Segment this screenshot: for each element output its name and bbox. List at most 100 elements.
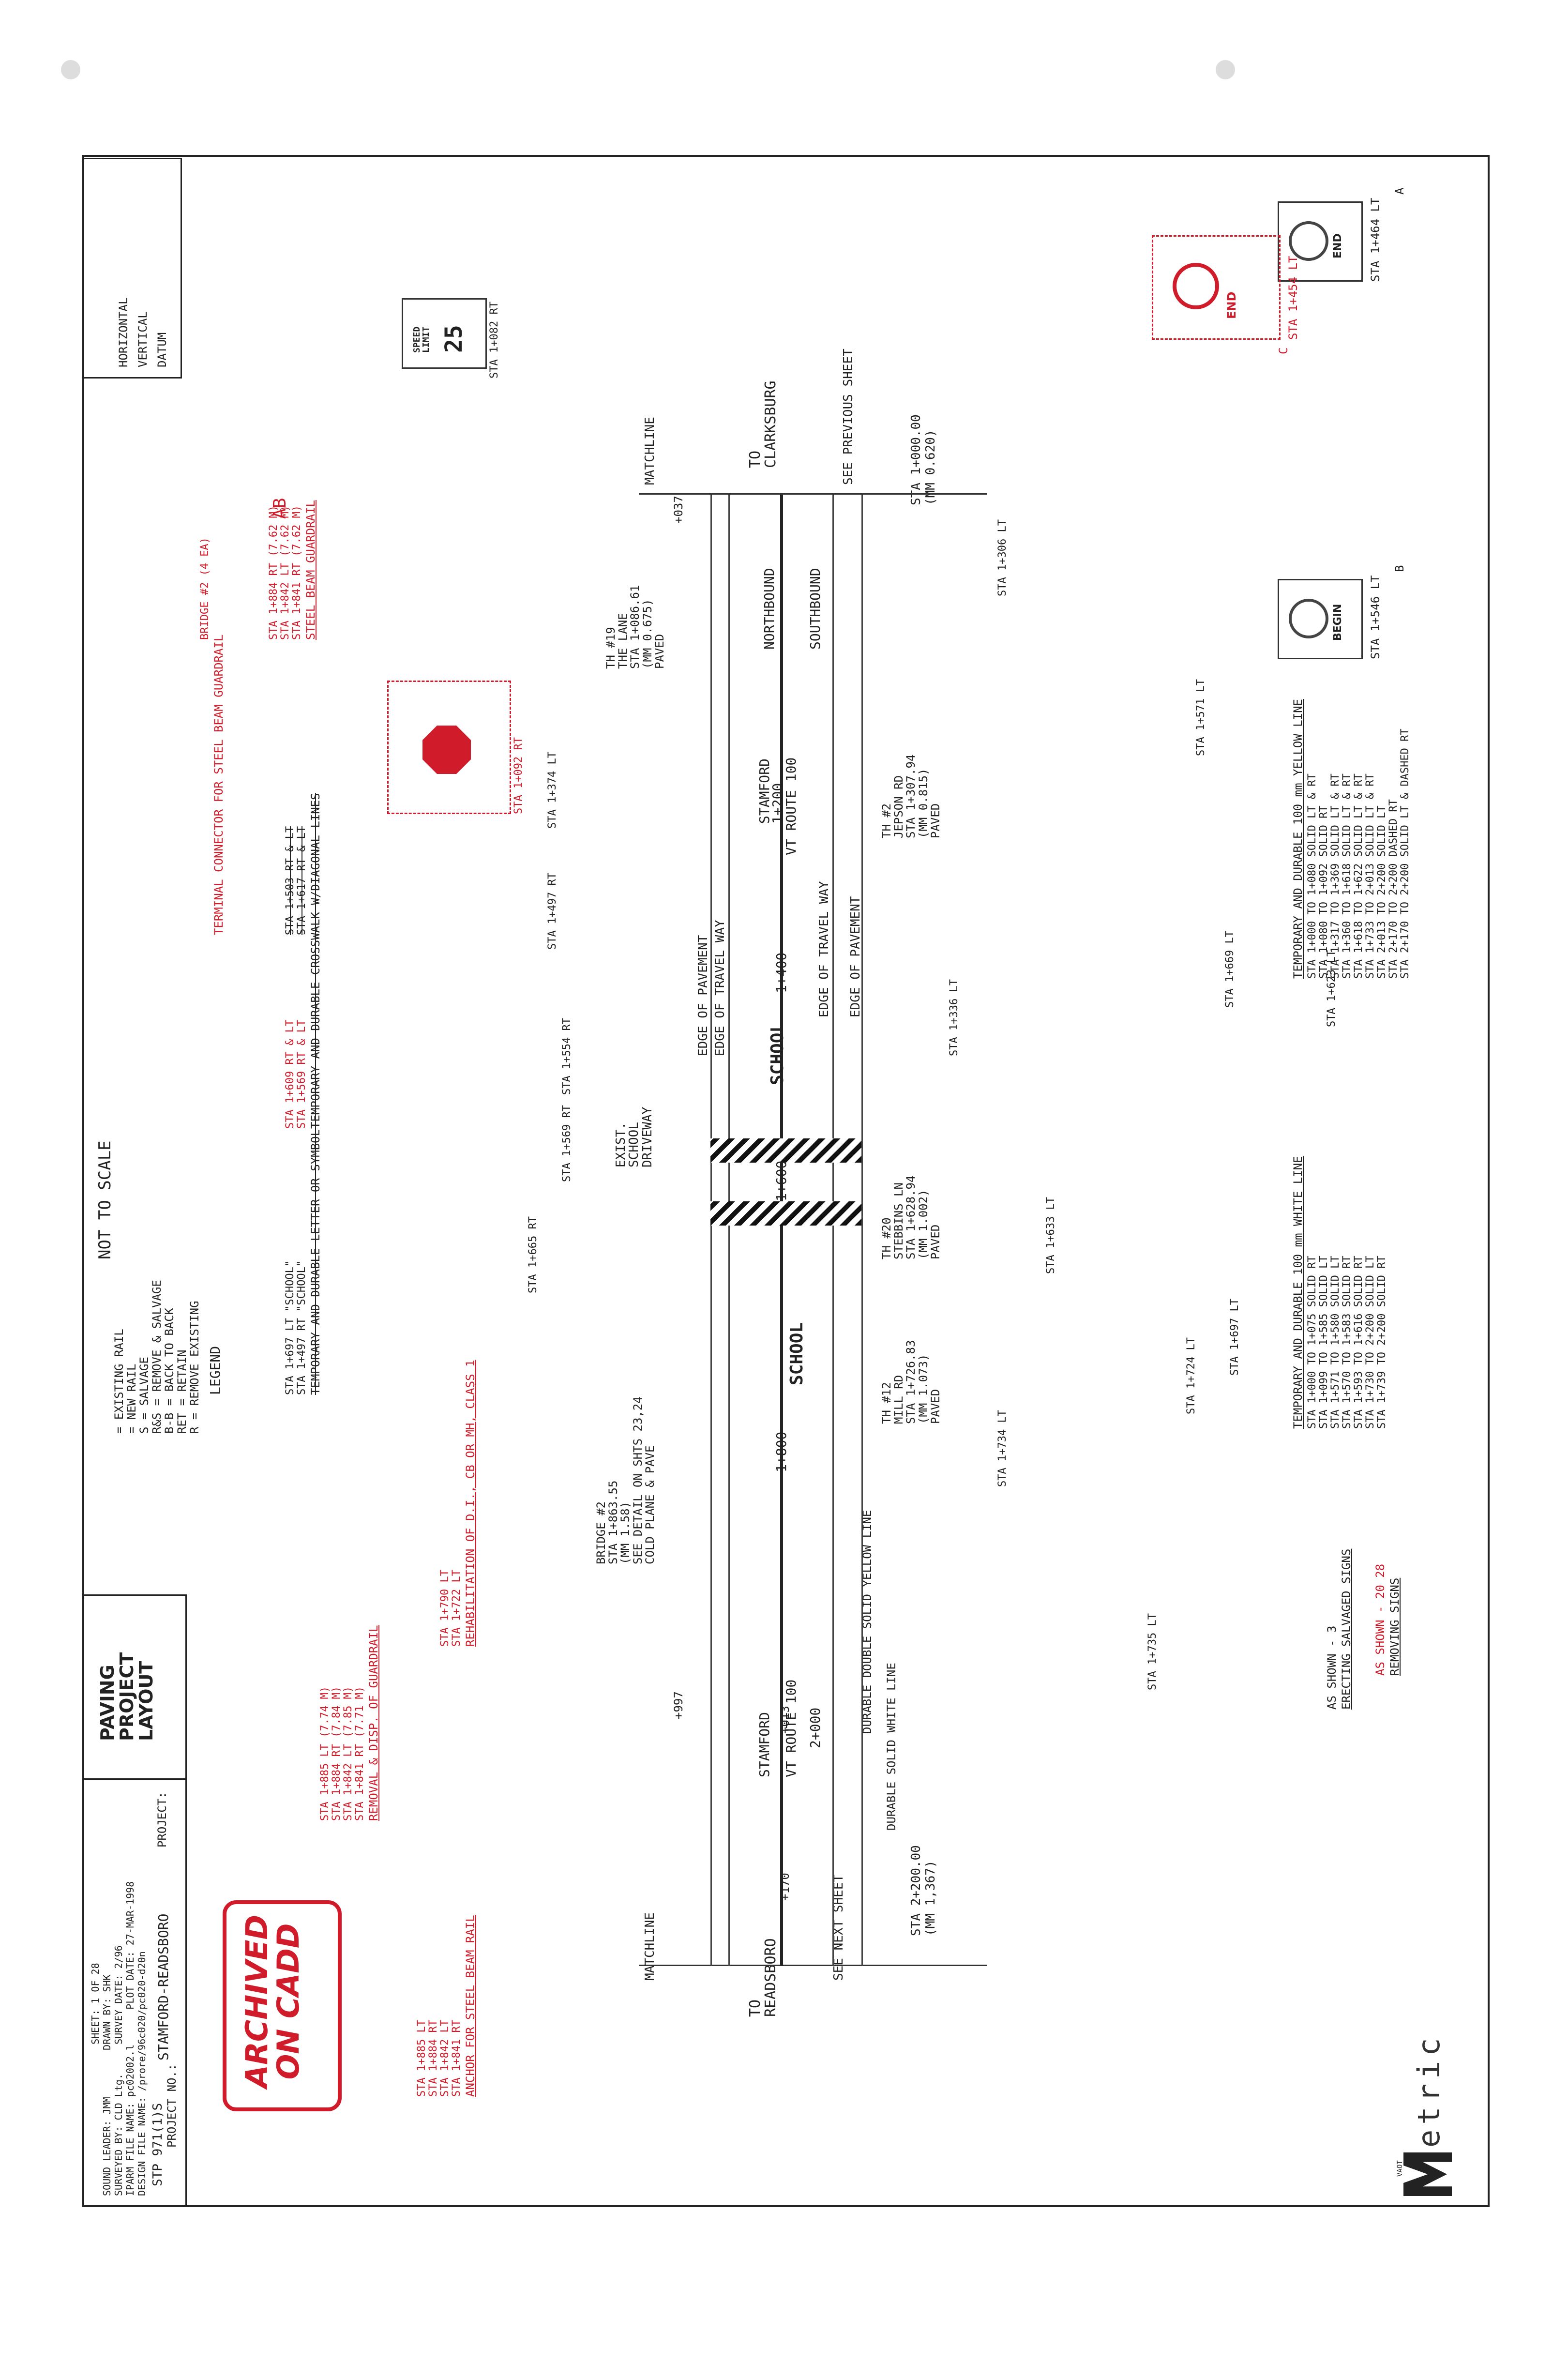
th-mill: TH #12 MILL RD STA 1+726.83 (MM 1.073) P… [880,1340,942,1424]
town-label: STAMFORD [756,1712,772,1777]
rehab-row: STA 1+790 LT [439,1570,451,1647]
crosswalk [710,1201,861,1226]
datum-title: DATUM [155,332,169,367]
edge-travel-bottom [728,495,730,1966]
ab-mark: AB [270,498,290,519]
title-row: IPARM FILE NAME: pc02002.l PLOT DATE: 27… [124,1881,136,2196]
no-parking-icon [1173,263,1219,309]
station-1200: 1+200 [769,783,785,824]
station-2000: 2+000 [807,1707,823,1748]
crosswalk-row: STA 1+617 RT & LT [296,826,308,935]
begin-mm: (MM 1,367) [923,1860,938,1936]
yellow-row: STA 2+170 TO 2+200 DASHED RT [1387,799,1400,979]
th-lane: TH #19 THE LANE STA 1+086.61 (MM 0.675) … [604,585,666,669]
sign-sta: STA 1+734 LT [996,1410,1009,1487]
title-row: DESIGN FILE NAME: /prore/96c020/pc020-d2… [136,1951,148,2196]
letter-row: STA 1+697 LT "SCHOOL" [284,1260,296,1395]
white-title: TEMPORARY AND DURABLE 100 mm WHITE LINE [1291,1156,1305,1429]
white-row: STA 1+000 TO 1+075 SOLID RT [1306,1256,1318,1429]
sign-sta: STA 1+454 LT [1286,256,1300,340]
legend-row: RET = RETAIN [175,1349,189,1434]
sign-sta: STA 1+546 LT [1369,575,1382,659]
rehab-title: REHABILITATION OF D.I., CB OR MH, CLASS … [464,1360,477,1647]
crosswalk [710,1138,861,1163]
removing-signs: REMOVING SIGNS [1388,1577,1402,1676]
legend-row: R&S = REMOVE & SALVAGE [150,1280,164,1434]
edge-travel-top [832,495,834,1966]
matchline-bottom [639,1965,987,1966]
speed-limit-sign: SPEED LIMIT 25 [402,298,487,369]
removal-row: STA 1+884 RT (7.84 M) [331,1686,343,1821]
sign-word: END [1332,233,1344,258]
yellow-title: TEMPORARY AND DURABLE 100 mm YELLOW LINE [1291,699,1305,979]
sign-sta: STA 1+665 RT [527,1216,539,1293]
datum-horizontal: HORIZONTAL [117,297,130,368]
sign-sta: STA 1+623 LT [1326,950,1338,1027]
edge-pavement-label-2: EDGE OF PAVEMENT [696,935,710,1056]
yellow-row: STA 2+013 TO 2+200 SOLID LT [1376,805,1388,979]
erecting-val: AS SHOWN - 3 [1325,1625,1339,1710]
erecting-signs: ERECTING SALVAGED SIGNS [1340,1548,1353,1710]
station-1037: +037 [672,496,685,524]
yellow-row: STA 1+360 TO 1+618 SOLID LT & RT [1341,773,1353,979]
school-marking-2: SCHOOL [787,1322,807,1385]
white-row: STA 1+739 TO 2+200 SOLID RT [1376,1256,1388,1429]
yellow-row: STA 1+000 TO 1+080 SOLID LT & RT [1306,773,1318,979]
route-label-2: VT ROUTE 100 [783,757,799,855]
edge-pavement-top [861,495,863,1966]
station-1400: 1+400 [773,952,789,993]
sign-sta: STA 1+569 RT [561,1105,573,1182]
terminal-bridge: BRIDGE #2 (4 EA) [199,537,211,640]
yellow-row: STA 1+317 TO 1+369 SOLID LT & RT [1329,773,1342,979]
speed-val: 25 [440,325,467,353]
terminal-title: TERMINAL CONNECTOR FOR STEEL BEAM GUARDR… [212,634,226,935]
sign-sta: STA 1+669 LT [1224,931,1236,1008]
southbound-label: SOUTHBOUND [807,568,823,650]
sign-code: B [1393,565,1406,572]
sign-sta: STA 1+571 LT [1195,679,1207,756]
th-jepson: TH #2 JEPSON RD STA 1+307.94 (MM 0.815) … [880,754,942,838]
anchor-row: STA 1+884 RT [427,2020,439,2097]
project-name: STAMFORD-READSBORO [155,1913,171,2060]
anchor-row: STA 1+842 LT [439,2020,451,2097]
stop-sign-removal [387,681,511,814]
title-block: PAVING PROJECT LAYOUT PROJECT: STAMFORD-… [82,1594,187,2207]
archived-stamp: ARCHIVED ON CADD [223,1900,342,2111]
edge-pavement-bottom [710,495,712,1966]
station-1600: 1+600 [773,1160,789,1201]
title-row: SOUND LEADER: JMM DRAWN BY: SHK [101,1974,113,2196]
sign-sta: STA 1+374 LT [546,752,558,829]
durable-yellow-label: DURABLE DOUBLE SOLID YELLOW LINE [860,1510,874,1734]
anchor-title: ANCHOR FOR STEEL BEAM RAIL [464,1915,477,2097]
th-stebbins: TH #20 STEBBINS LN STA 1+628.94 (MM 1.00… [880,1175,942,1259]
legend-row: R = REMOVE EXISTING [188,1301,201,1434]
station-2013: +013 [778,1706,792,1734]
white-row: STA 1+571 TO 1+580 SOLID LT [1329,1256,1342,1429]
sign-sta: STA 1+306 LT [996,519,1009,596]
legend-row: S = SALVAGE [137,1357,151,1434]
title-divider [84,1778,185,1780]
sign-code: C [1277,347,1290,354]
school-marking: SCHOOL [768,1022,787,1085]
crosswalk-row: STA 1+569 RT & LT [296,1019,308,1129]
white-row: STA 1+593 TO 1+616 SOLID RT [1353,1256,1365,1429]
white-row: STA 1+099 TO 1+585 SOLID LT [1318,1256,1330,1429]
removal-title: REMOVAL & DISP. OF GUARDRAIL [367,1625,380,1821]
letter-row: STA 1+497 RT "SCHOOL" [296,1260,308,1395]
see-next-sheet: SEE NEXT SHEET [831,1874,846,1981]
white-row: STA 1+730 TO 2+200 SOLID LT [1364,1256,1376,1429]
see-prev-sheet: SEE PREVIOUS SHEET [841,348,856,485]
matchline-label-top: MATCHLINE [643,417,657,485]
crosswalk-row: STA 1+609 RT & LT [284,1019,296,1129]
logo-mark-icon [1403,2152,1452,2196]
removing-val: AS SHOWN - 20 28 [1373,1563,1387,1676]
legend-title: LEGEND [207,1346,223,1395]
guardrail-row: STA 1+841 RT (7.62 M) [291,505,303,640]
legend-row: B-B = BACK TO BACK [163,1307,176,1434]
end-station: STA 1+000.00 [909,414,923,505]
matchline-label: MATCHLINE [643,1912,657,1981]
no-parking-icon [1289,221,1328,261]
durable-white-label: DURABLE SOLID WHITE LINE [885,1663,898,1831]
